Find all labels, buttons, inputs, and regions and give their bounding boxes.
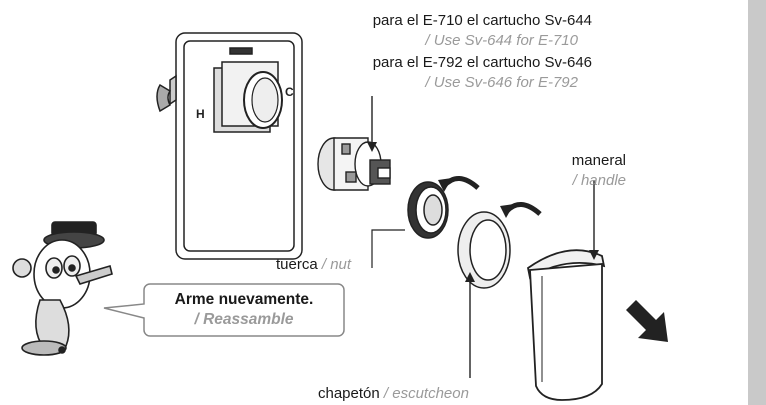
nut-label-translation: / nut [321, 256, 352, 273]
cartridge-note-1: para el E-710 el cartucho Sv-644 [372, 12, 592, 29]
cartridge-note-1-translation: / Use Sv-644 for E-710 [425, 32, 578, 49]
escutcheon-label-es: chapetón [318, 385, 380, 402]
escutcheon-label-translation: / escutcheon [383, 385, 469, 402]
cartridge [317, 137, 391, 191]
hot-label: H [196, 107, 205, 121]
arrow-direction-icon [626, 300, 668, 342]
nut-label: tuerca / nut [276, 256, 351, 273]
escutcheon [457, 211, 511, 289]
callout-title: Arme nuevamente. [174, 291, 314, 308]
handle-label-translation: / handle [572, 172, 626, 189]
valve-plate [156, 32, 303, 260]
cartridge-note-2-translation: / Use Sv-646 for E-792 [425, 74, 578, 91]
speech-bubble [103, 283, 345, 337]
nut-label-es: tuerca [276, 256, 318, 273]
handle-label: maneral [571, 152, 626, 169]
cold-label: C [285, 85, 294, 99]
cartridge-note-2: para el E-792 el cartucho Sv-646 [372, 54, 592, 71]
mascot-plumber-icon [12, 221, 113, 356]
escutcheon-label: chapetón / escutcheon [318, 385, 469, 402]
callout-text: Arme nuevamente. / Reassamble [140, 290, 348, 330]
handle-lever [527, 249, 606, 401]
page-edge-strip [748, 0, 766, 405]
callout-subtitle: / Reassamble [194, 311, 294, 328]
nut [407, 181, 449, 239]
